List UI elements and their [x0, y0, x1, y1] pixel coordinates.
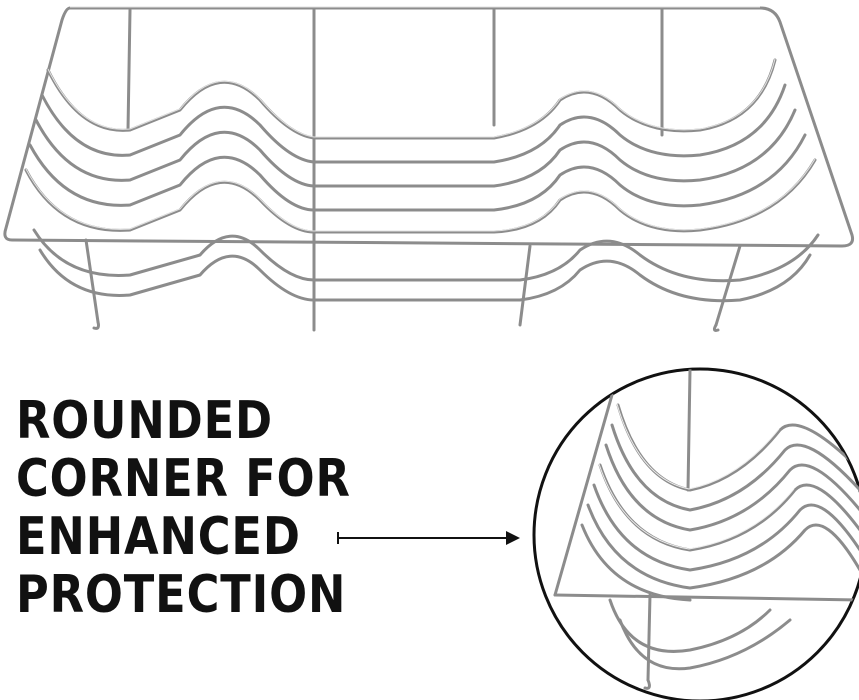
caption-line-4: PROTECTION — [16, 565, 347, 625]
rack-plate-wire — [38, 248, 812, 303]
rack-plate-wire — [24, 158, 817, 234]
rack-plate-wire — [28, 133, 807, 212]
caption-line-2: CORNER FOR — [16, 449, 351, 509]
rack-upright — [518, 244, 532, 327]
caption-line-3: ENHANCED — [16, 507, 301, 567]
rack-foot — [712, 323, 720, 332]
dish-rack-illustration — [3, 6, 854, 332]
feature-caption: ROUNDED CORNER FOR ENHANCED PROTECTION — [16, 392, 436, 624]
rack-plate-wire — [32, 228, 820, 283]
rack-upright — [84, 238, 100, 324]
caption-line-1: ROUNDED — [16, 391, 274, 451]
rack-foot — [92, 320, 100, 330]
rack-upright — [714, 244, 742, 327]
rack-plate-wire — [40, 83, 787, 164]
rack-upright — [126, 8, 132, 132]
rack-top-rim — [3, 6, 854, 248]
rack-plate-wire — [46, 58, 777, 140]
rack-plate-wire — [34, 108, 797, 188]
